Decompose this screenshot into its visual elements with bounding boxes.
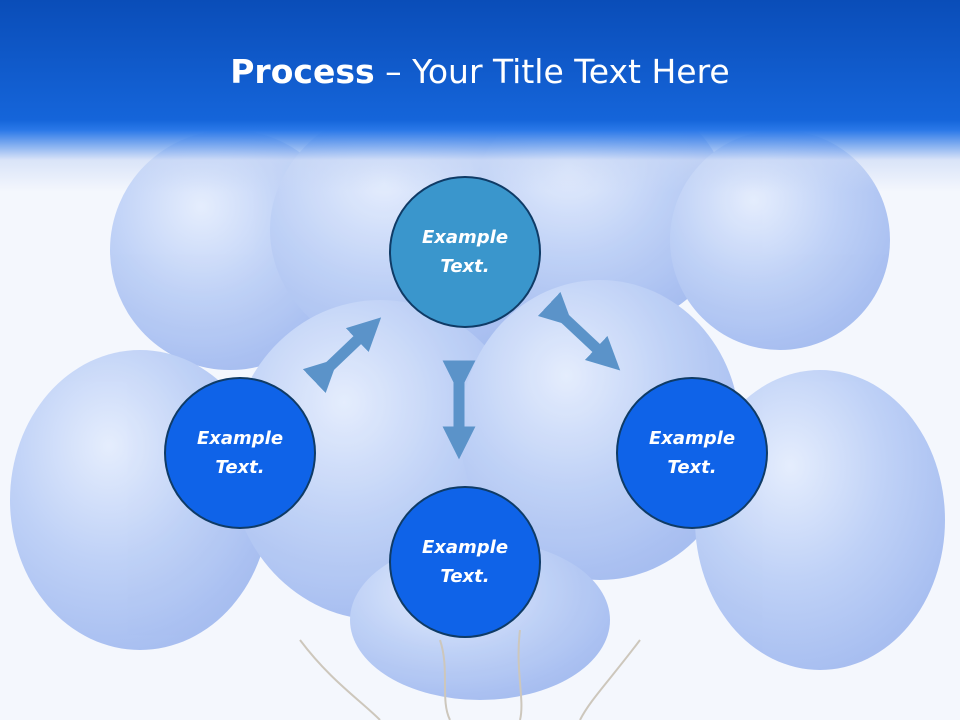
title-rest: – Your Title Text Here <box>374 52 730 91</box>
node-right-line2: Text. <box>667 457 717 478</box>
node-left-line2: Text. <box>215 457 265 478</box>
arrow-top-left <box>302 317 382 394</box>
node-top-line1: Example <box>421 227 509 248</box>
node-bottom-line2: Text. <box>440 566 490 587</box>
arrow-top-right <box>537 291 621 371</box>
node-left-line1: Example <box>196 428 284 449</box>
node-right-line1: Example <box>648 428 736 449</box>
title-bold: Process <box>230 52 375 91</box>
node-top-line2: Text. <box>440 256 490 277</box>
title-bar <box>0 0 960 192</box>
node-bottom-line1: Example <box>421 537 509 558</box>
slide-title: Process – Your Title Text Here <box>0 52 960 91</box>
